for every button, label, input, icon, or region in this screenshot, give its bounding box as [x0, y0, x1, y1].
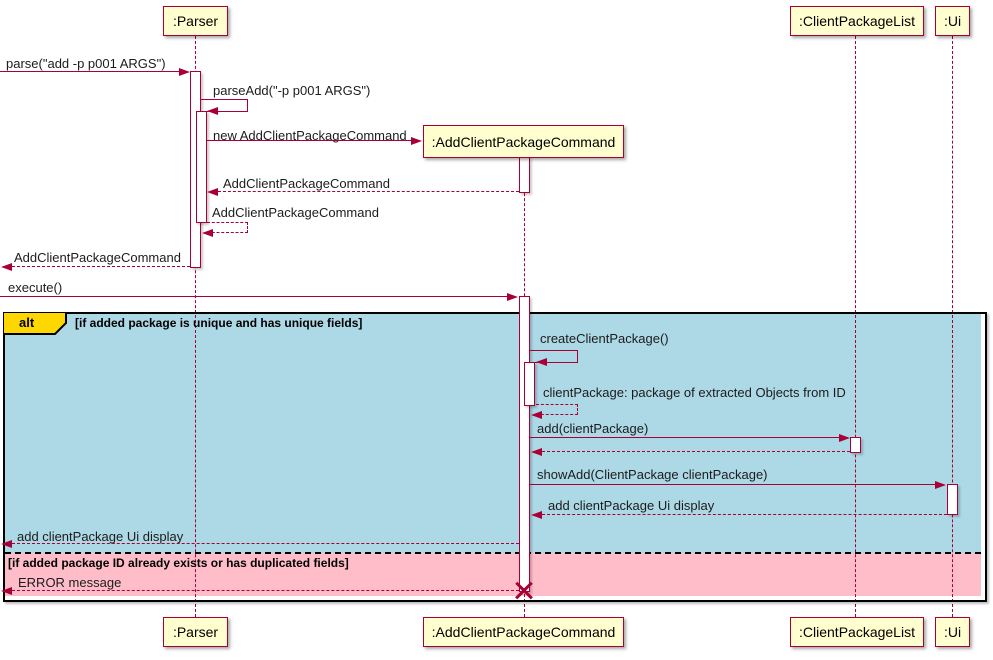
arrowhead-add-client-package [839, 434, 850, 442]
participant-ui-label: :Ui [943, 13, 962, 29]
participant-parser-label-bottom: :Parser [172, 624, 219, 640]
destroy-x-icon [514, 580, 534, 600]
arrowhead-new-command [411, 137, 422, 145]
message-label-parse-add: parseAdd("-p p001 ARGS") [213, 83, 371, 98]
message-line-return-command-to-caller [12, 266, 190, 267]
message-selfreturn-command [207, 222, 248, 233]
participant-client-package-list-bottom: :ClientPackageList [790, 617, 924, 647]
participant-ui-bottom: :Ui [935, 617, 970, 647]
activation-command-nested [524, 362, 535, 406]
message-label-error-message: ERROR message [18, 575, 122, 590]
message-line-return-ui-display-to-caller [12, 543, 519, 544]
arrowhead-error-message [1, 587, 12, 595]
message-line-new-command [207, 140, 412, 141]
arrowhead-parse-add [207, 107, 218, 115]
participant-ui-label-bottom: :Ui [943, 624, 962, 640]
arrowhead-parse [179, 68, 190, 76]
participant-ui-top: :Ui [935, 6, 970, 36]
message-line-error-message [12, 590, 519, 591]
participant-command-created: :AddClientPackageCommand [423, 125, 624, 158]
lifeline-ui [952, 36, 953, 617]
arrowhead-return-command-to-caller [1, 263, 12, 271]
participant-client-package-list-label-bottom: :ClientPackageList [799, 624, 915, 640]
message-label-return-command-self: AddClientPackageCommand [212, 205, 379, 220]
activation-parser-inner [196, 111, 207, 223]
message-selfcall-parse-add [201, 99, 248, 112]
message-label-new-command: new AddClientPackageCommand [213, 128, 407, 143]
arrowhead-return-ui-display-to-caller [1, 540, 12, 548]
participant-command-bottom: :AddClientPackageCommand [423, 617, 624, 647]
activation-command-create [519, 157, 530, 193]
participant-parser-label: :Parser [172, 13, 219, 29]
participant-client-package-list-label: :ClientPackageList [799, 13, 915, 29]
participant-parser-bottom: :Parser [163, 617, 228, 647]
alt-operator-pentagon [3, 312, 67, 335]
arrowhead-return-command-to-parser [207, 188, 218, 196]
alt-failure-region [5, 553, 981, 596]
message-line-add-client-package [530, 437, 840, 438]
message-line-return-from-list [542, 451, 850, 452]
message-label-create-client-package: createClientPackage() [540, 331, 669, 346]
alt-condition-failure: [if added package ID already exists or h… [8, 556, 349, 570]
message-label-parse: parse("add -p p001 ARGS") [6, 56, 166, 71]
participant-parser-top: :Parser [163, 6, 228, 36]
message-selfcall-create-client-package [530, 350, 578, 363]
message-label-return-command-to-caller: AddClientPackageCommand [14, 250, 181, 265]
lifeline-parser [195, 36, 196, 617]
message-label-return-client-package: clientPackage: package of extracted Obje… [543, 385, 846, 400]
message-label-return-command-to-parser: AddClientPackageCommand [223, 176, 390, 191]
participant-command-label-bottom: :AddClientPackageCommand [431, 624, 616, 640]
message-label-return-ui-display: add clientPackage Ui display [548, 498, 715, 513]
participant-client-package-list-top: :ClientPackageList [790, 6, 924, 36]
arrowhead-return-command-self [202, 229, 213, 237]
alt-condition-success: [if added package is unique and has uniq… [75, 316, 363, 330]
message-line-return-ui-display [542, 514, 947, 515]
message-selfreturn-client-package [536, 404, 578, 415]
arrowhead-show-add [935, 481, 946, 489]
alt-success-region [5, 314, 981, 553]
alt-operator-label: alt [19, 315, 35, 330]
message-label-return-ui-display-to-caller: add clientPackage Ui display [17, 529, 184, 544]
alt-divider [5, 552, 981, 554]
arrowhead-execute [507, 293, 518, 301]
arrowhead-create-client-package [536, 358, 547, 366]
message-line-return-command-to-parser [218, 191, 519, 192]
message-label-add-client-package: add(clientPackage) [537, 421, 649, 436]
message-line-show-add [530, 484, 936, 485]
arrowhead-return-from-list [531, 448, 542, 456]
message-line-parse [0, 71, 180, 72]
message-label-execute: execute() [8, 280, 63, 295]
message-line-execute [0, 296, 508, 297]
arrowhead-return-ui-display [531, 511, 542, 519]
activation-ui [947, 484, 958, 515]
arrowhead-return-client-package [531, 411, 542, 419]
message-label-show-add: showAdd(ClientPackage clientPackage) [537, 467, 768, 482]
activation-client-package-list [850, 437, 861, 453]
lifeline-client-package-list [855, 36, 856, 617]
participant-command-label: :AddClientPackageCommand [431, 133, 616, 150]
activation-command-execute [519, 296, 530, 592]
